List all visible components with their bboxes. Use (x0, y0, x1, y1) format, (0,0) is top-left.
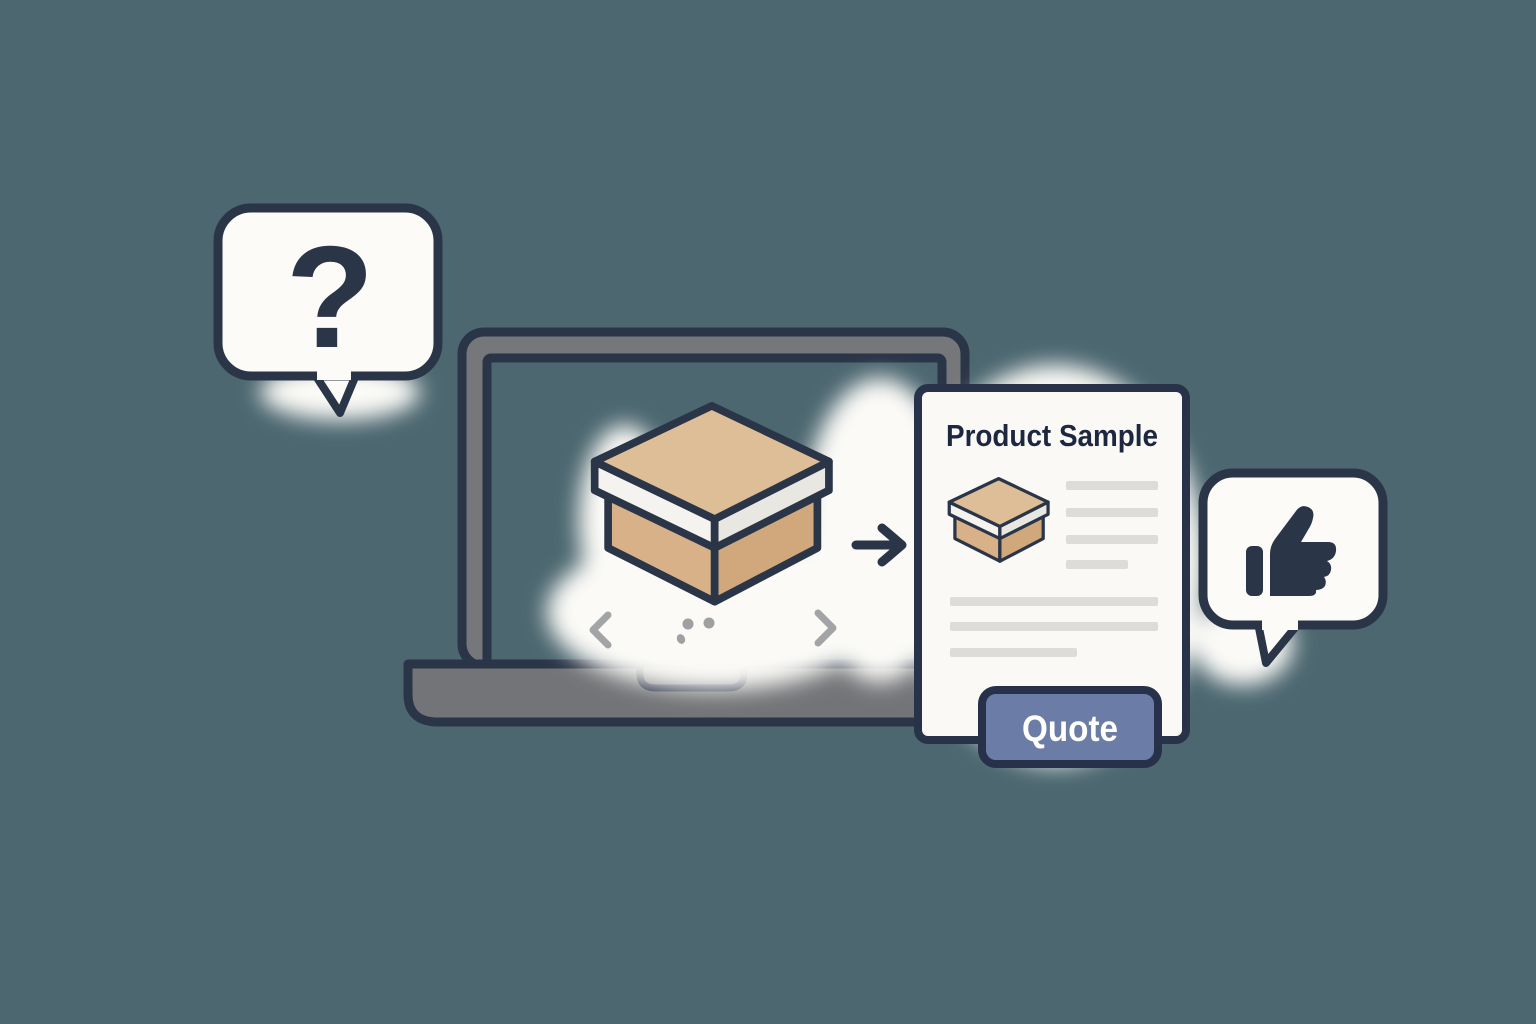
thumbs-up-icon (1246, 506, 1337, 596)
arrow-right-icon (851, 523, 907, 567)
quote-button-label: Quote (1022, 708, 1118, 749)
feedback-bubble-tail-join (1262, 615, 1298, 630)
chevron-right-icon[interactable] (814, 609, 837, 647)
question-bubble: ? (213, 203, 443, 417)
question-bubble-tail-join (317, 365, 351, 380)
document-placeholder-lines-right (1066, 481, 1158, 569)
carousel (589, 609, 837, 649)
quote-button[interactable]: Quote (978, 686, 1162, 768)
question-mark-icon: ? (286, 216, 375, 378)
feedback-bubble (1198, 468, 1388, 667)
document-placeholder-lines-bottom (950, 597, 1158, 657)
document-title: Product Sample (946, 418, 1158, 453)
carousel-dots[interactable] (675, 617, 715, 646)
chevron-left-icon[interactable] (589, 611, 612, 649)
product-sample-document: Product Sample Quote (914, 384, 1190, 768)
